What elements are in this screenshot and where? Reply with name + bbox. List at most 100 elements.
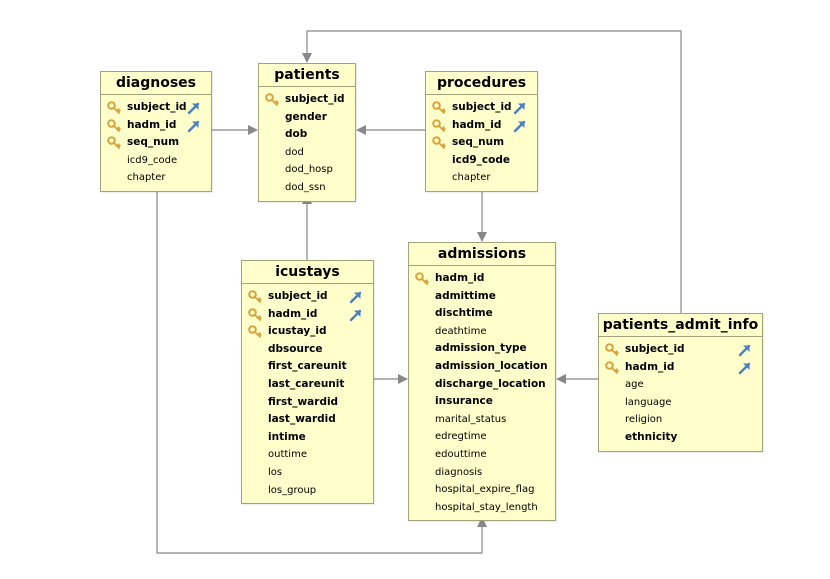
key-icon	[432, 101, 446, 115]
column-name: religion	[625, 414, 663, 426]
column-row: last_careunit	[242, 376, 373, 394]
table-title: patients	[259, 64, 355, 87]
column-name: outtime	[268, 449, 307, 461]
column-row: diagnosis	[409, 464, 555, 482]
key-icon	[415, 272, 429, 286]
table-title: patients_admit_info	[599, 314, 762, 337]
key-icon	[248, 307, 262, 322]
column-row: dod_hosp	[259, 161, 355, 179]
foreign-key-arrow-icon	[513, 101, 527, 115]
column-row: hospital_expire_flag	[409, 481, 555, 499]
column-name: hospital_expire_flag	[435, 484, 535, 496]
column-row: dod_ssn	[259, 179, 355, 197]
foreign-key-arrow-icon	[187, 119, 201, 133]
key-icon	[265, 93, 279, 107]
column-row: subject_id	[426, 99, 537, 117]
column-name: hadm_id	[127, 118, 177, 131]
key-icon	[605, 343, 619, 357]
column-name: dod_hosp	[285, 164, 333, 176]
column-row: deathtime	[409, 323, 555, 341]
column-name: subject_id	[268, 290, 328, 302]
column-row: hospital_stay_length	[409, 499, 555, 517]
column-row: subject_id	[259, 91, 355, 109]
column-row: religion	[599, 411, 762, 429]
column-row: gender	[259, 109, 355, 127]
column-name: icustay_id	[268, 325, 327, 338]
column-name: los_group	[268, 484, 317, 496]
column-row: dob	[259, 126, 355, 144]
column-name: subject_id	[127, 101, 187, 113]
column-row: edouttime	[409, 446, 555, 464]
column-name: hadm_id	[435, 272, 485, 284]
column-name: intime	[268, 430, 306, 443]
column-row: last_wardid	[242, 411, 373, 429]
column-name: hadm_id	[625, 360, 675, 373]
column-name: first_wardid	[268, 395, 339, 408]
column-row: chapter	[101, 169, 211, 187]
column-row: hadm_id	[101, 117, 211, 135]
column-name: hadm_id	[268, 307, 318, 320]
column-name: last_careunit	[268, 377, 345, 390]
foreign-key-arrow-icon	[349, 308, 363, 322]
column-row: subject_id	[599, 341, 762, 359]
column-row: dischtime	[409, 305, 555, 323]
column-name: edregtime	[435, 431, 487, 443]
column-name: admittime	[435, 289, 496, 302]
column-row: hadm_id	[426, 117, 537, 135]
foreign-key-arrow-icon	[738, 343, 752, 357]
key-icon	[248, 290, 262, 304]
column-row: icustay_id	[242, 323, 373, 341]
column-row: subject_id	[101, 99, 211, 117]
column-name: admission_type	[435, 342, 527, 355]
column-row: intime	[242, 429, 373, 447]
relationship-patients-admit-info-to-patients	[302, 30, 682, 313]
column-name: gender	[285, 110, 327, 123]
column-row: ethnicity	[599, 429, 762, 447]
column-row: icd9_code	[101, 152, 211, 170]
foreign-key-arrow-icon	[513, 119, 527, 133]
column-row: hadm_id	[409, 270, 555, 288]
column-name: los	[268, 466, 283, 478]
column-name: admission_location	[435, 359, 548, 372]
key-icon	[107, 118, 121, 133]
column-row: subject_id	[242, 288, 373, 306]
table-title: procedures	[426, 72, 537, 95]
column-name: subject_id	[285, 93, 345, 105]
column-row: hadm_id	[599, 359, 762, 377]
column-name: dob	[285, 128, 308, 141]
column-row: seq_num	[426, 134, 537, 152]
column-name: hospital_stay_length	[435, 501, 538, 513]
column-row: insurance	[409, 393, 555, 411]
key-icon	[605, 360, 619, 375]
column-name: last_wardid	[268, 413, 336, 426]
column-row: first_wardid	[242, 394, 373, 412]
column-name: seq_num	[127, 136, 180, 149]
key-icon	[432, 118, 446, 133]
column-name: edouttime	[435, 448, 487, 460]
table-title: icustays	[242, 261, 373, 284]
column-name: chapter	[127, 172, 166, 184]
column-row: marital_status	[409, 411, 555, 429]
column-name: icd9_code	[127, 154, 178, 166]
foreign-key-arrow-icon	[187, 101, 201, 115]
column-name: icd9_code	[452, 153, 510, 166]
foreign-key-arrow-icon	[738, 361, 752, 375]
column-row: dbsource	[242, 341, 373, 359]
foreign-key-arrow-icon	[349, 290, 363, 304]
column-name: subject_id	[452, 101, 512, 113]
column-row: outtime	[242, 446, 373, 464]
column-row: first_careunit	[242, 358, 373, 376]
column-name: marital_status	[435, 413, 507, 425]
column-row: icd9_code	[426, 152, 537, 170]
column-row: language	[599, 394, 762, 412]
column-name: age	[625, 379, 644, 391]
column-name: dod_ssn	[285, 181, 326, 193]
key-icon	[107, 101, 121, 115]
column-row: chapter	[426, 169, 537, 187]
